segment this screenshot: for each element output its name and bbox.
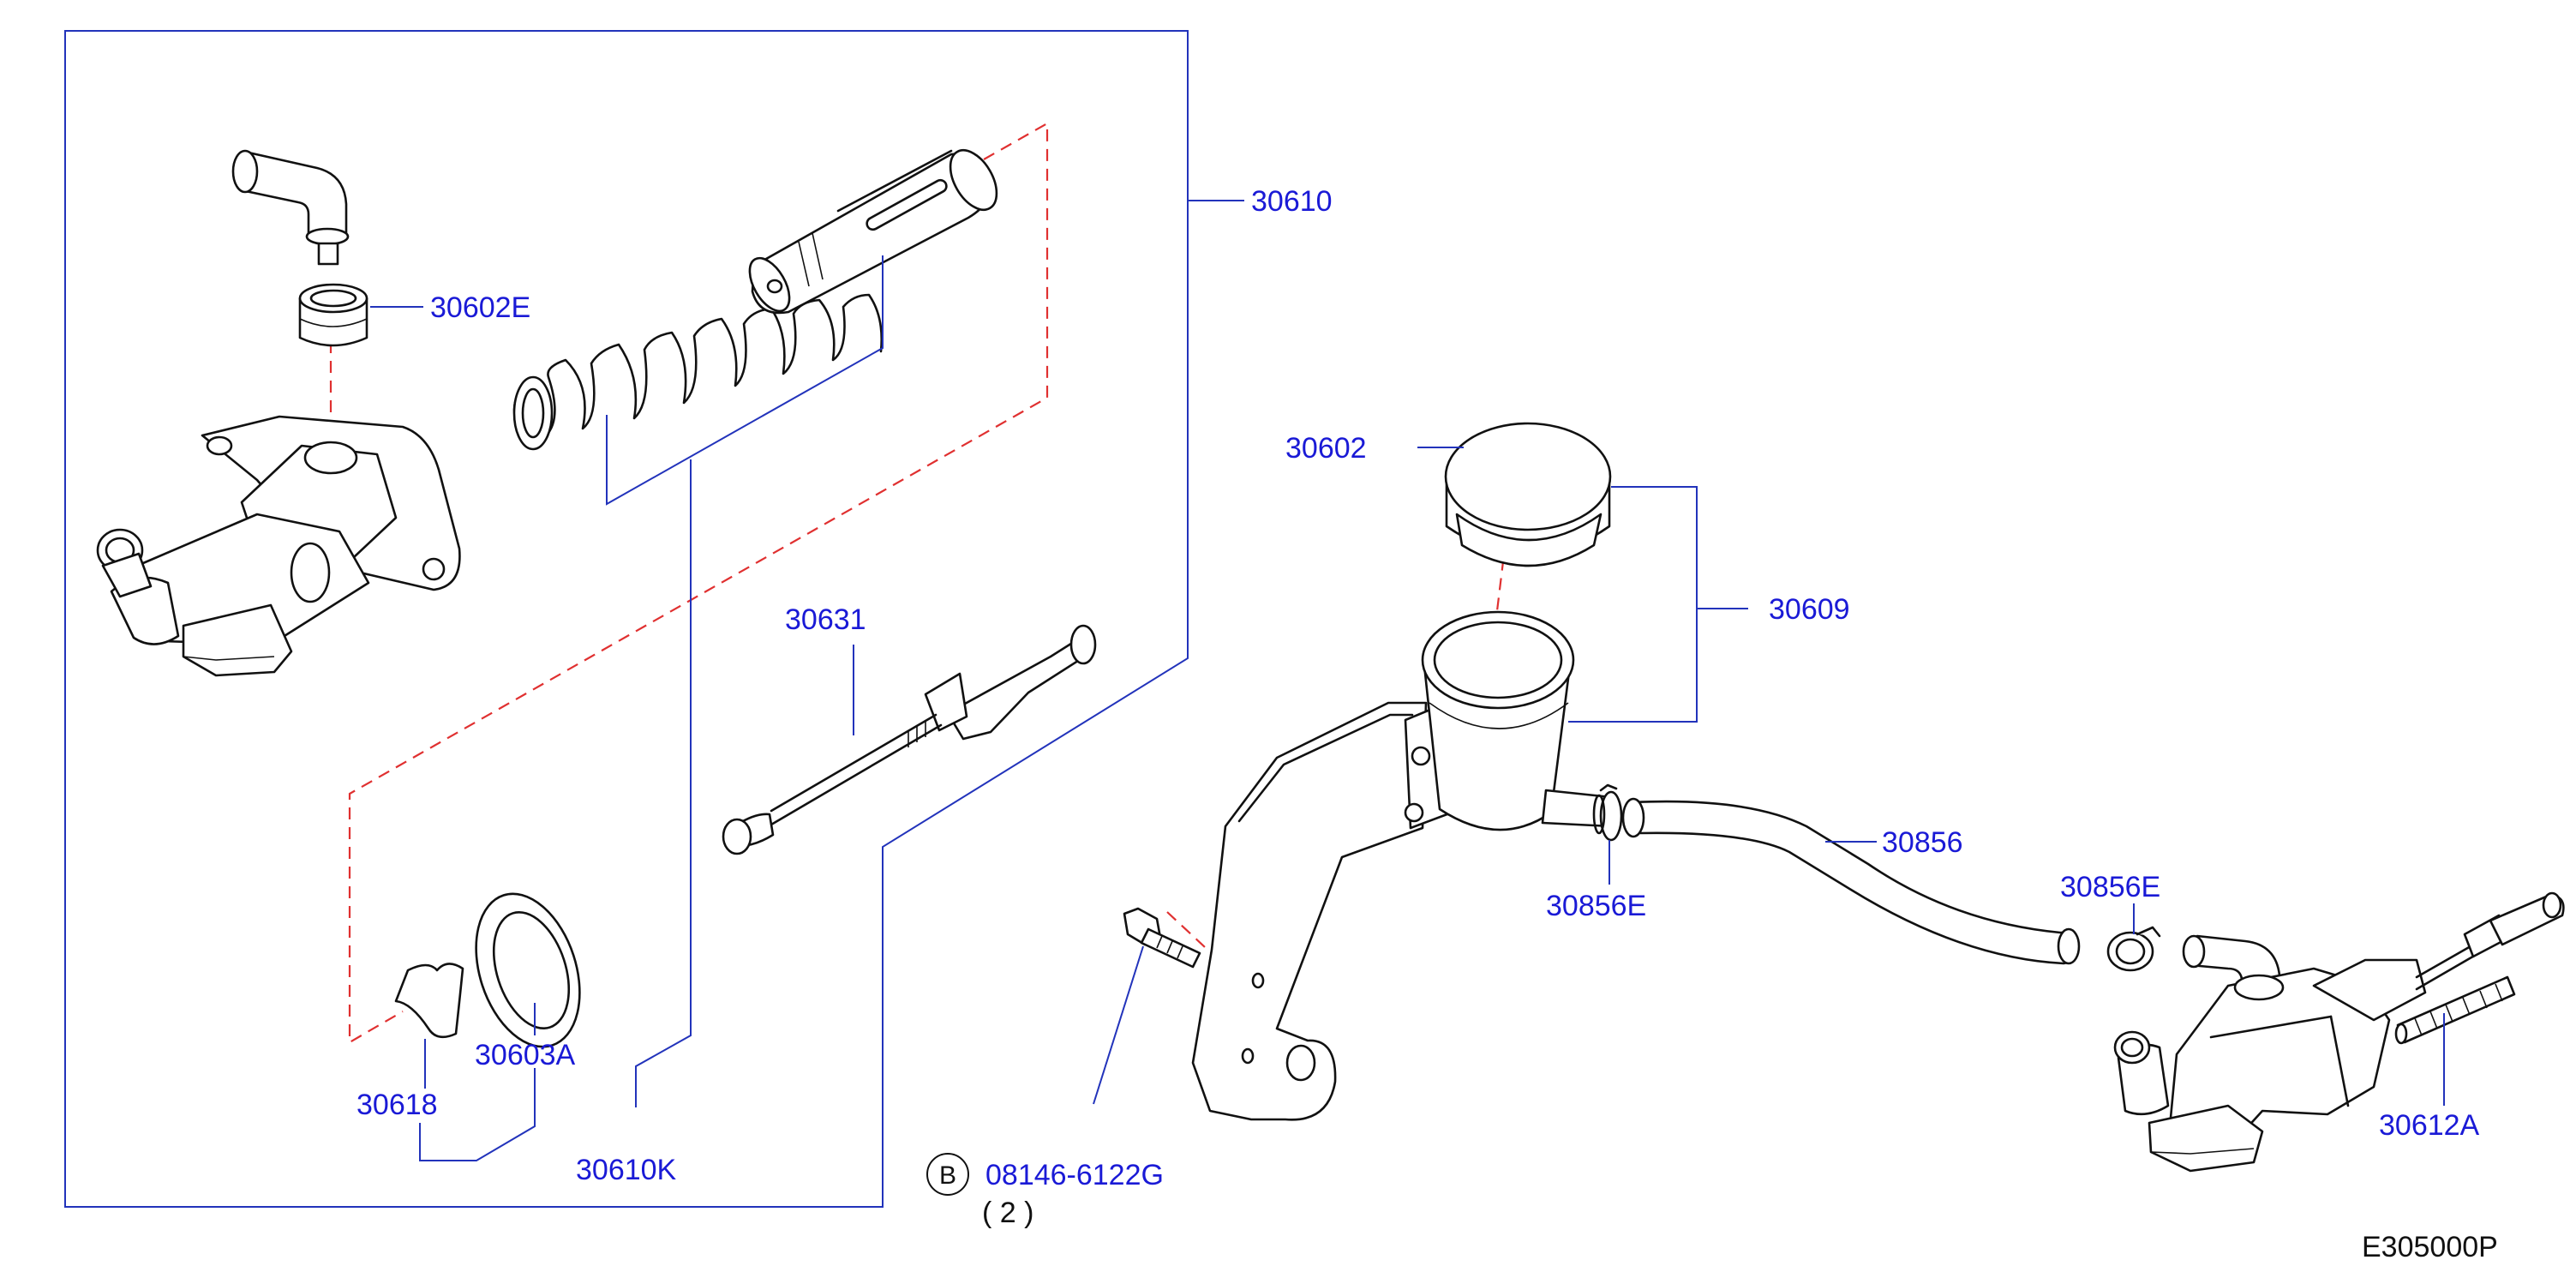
dashed-axis-lines bbox=[329, 122, 2392, 1101]
seal-ring-30602E bbox=[298, 283, 368, 347]
label-30612A: 30612A bbox=[2379, 1109, 2480, 1142]
label-30856E-left: 30856E bbox=[1546, 890, 1646, 922]
label-bolt-quantity: ( 2 ) bbox=[982, 1197, 1033, 1229]
hose-clamp-left-30856E bbox=[1592, 783, 1623, 842]
label-30602E: 30602E bbox=[430, 291, 530, 324]
label-30610K: 30610K bbox=[576, 1154, 677, 1186]
reservoir-tank bbox=[1191, 610, 1613, 1121]
master-cylinder-assembly-right bbox=[2113, 891, 2565, 1173]
push-rod-30631 bbox=[722, 624, 1097, 855]
label-30610: 30610 bbox=[1251, 185, 1333, 218]
assembly-frame bbox=[64, 30, 1189, 1208]
figure-code: E305000P bbox=[2362, 1231, 2498, 1263]
label-30856: 30856 bbox=[1882, 826, 1963, 859]
return-spring bbox=[512, 293, 883, 451]
label-30618: 30618 bbox=[356, 1089, 438, 1121]
elbow-inlet-pipe bbox=[231, 149, 350, 266]
master-cylinder-body bbox=[96, 415, 461, 677]
label-30603A: 30603A bbox=[475, 1039, 576, 1071]
bolt-type-marker: B bbox=[926, 1153, 969, 1196]
clip-30618 bbox=[394, 963, 464, 1039]
hose-clamp-right-30856E bbox=[2106, 926, 2161, 972]
label-bolt-code: 08146-6122G bbox=[985, 1159, 1164, 1191]
bolt-marker-letter: B bbox=[939, 1161, 956, 1190]
leader-lines bbox=[370, 200, 2445, 1161]
label-30602: 30602 bbox=[1285, 432, 1367, 465]
reservoir-cap-30602 bbox=[1444, 422, 1612, 567]
gasket-30603A bbox=[475, 892, 581, 1048]
label-30856E-right: 30856E bbox=[2060, 871, 2160, 903]
label-30631: 30631 bbox=[785, 603, 866, 636]
hose-30856 bbox=[1621, 797, 2081, 965]
bolt-08146-6122G bbox=[1123, 907, 1201, 969]
part-labels: 30610 30602E 30602 30609 30631 30856 308… bbox=[356, 185, 2480, 1229]
piston bbox=[748, 149, 998, 315]
label-30609: 30609 bbox=[1769, 593, 1850, 626]
